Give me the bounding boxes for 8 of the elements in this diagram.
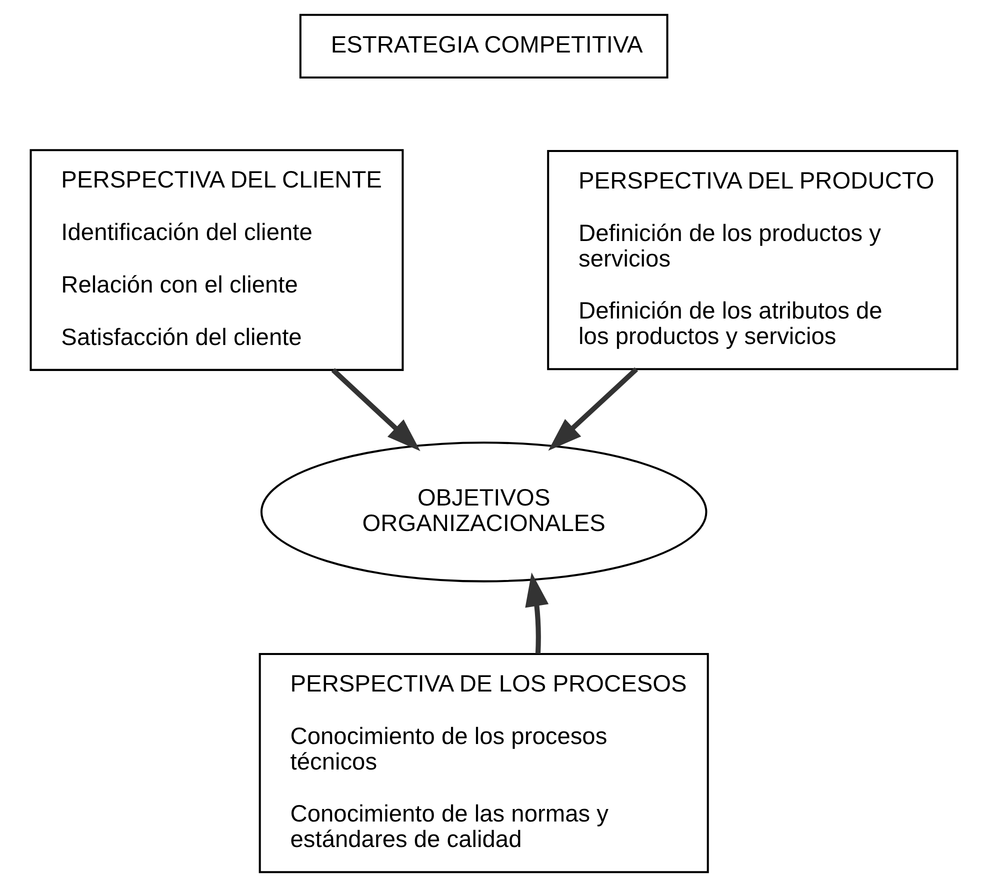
node-box: PERSPECTIVA DE LOS PROCESOS Conocimiento de los procesos técnicos Conocimiento de las normas y estándares de calidad xyxy=(258,652,708,874)
node-box: ESTRATEGIA COMPETITIVA xyxy=(298,14,668,78)
node-box: PERSPECTIVA DEL PRODUCTO Definición de los productos y servicios Definición de los atributos de los productos y servicios xyxy=(546,150,958,370)
arrow xyxy=(330,368,420,452)
arrow xyxy=(524,572,548,654)
arrow xyxy=(548,367,638,451)
node-box: PERSPECTIVA DEL CLIENTE Identificación del cliente Relación con el cliente Satisfacción del cliente xyxy=(29,149,404,371)
node-ellipse: OBJETIVOS ORGANIZACIONALES xyxy=(260,442,707,582)
